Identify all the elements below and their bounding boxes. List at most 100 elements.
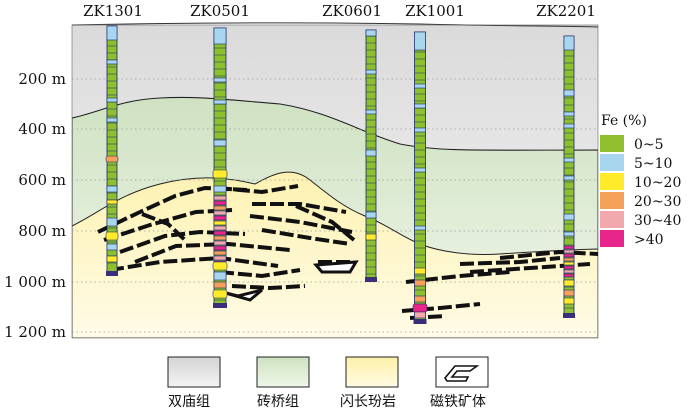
fe-legend-swatch bbox=[600, 135, 624, 152]
fe-legend-swatch bbox=[600, 211, 624, 228]
assay-interval bbox=[563, 249, 575, 254]
assay-interval bbox=[106, 217, 118, 227]
assay-interval bbox=[106, 255, 118, 263]
ore-body bbox=[231, 284, 306, 291]
assay-interval bbox=[213, 27, 227, 45]
fe-legend-title: Fe (%) bbox=[601, 113, 647, 129]
assay-interval bbox=[563, 279, 575, 287]
ore-body bbox=[249, 214, 353, 234]
assay-interval bbox=[414, 31, 426, 51]
assay-interval bbox=[563, 273, 575, 278]
legend-swatch-diorite bbox=[345, 356, 399, 388]
depth-label: 1 000 m bbox=[4, 273, 66, 291]
ore-body bbox=[221, 288, 263, 302]
assay-interval bbox=[105, 231, 119, 241]
borehole-logs bbox=[105, 25, 575, 324]
borehole-casing bbox=[414, 31, 426, 323]
fe-legend-label: >40 bbox=[634, 232, 664, 248]
assay-interval bbox=[563, 157, 575, 163]
assay-interval bbox=[213, 235, 227, 241]
assay-interval bbox=[213, 195, 227, 201]
assay-interval bbox=[414, 267, 426, 275]
fe-legend-swatch bbox=[600, 173, 624, 190]
fe-legend-label: 5~10 bbox=[634, 156, 672, 172]
borehole-labels: ZK1301 ZK0501 ZK0601 ZK1001 ZK2201 bbox=[83, 2, 596, 20]
assay-interval bbox=[212, 169, 228, 179]
assay-interval bbox=[563, 257, 575, 262]
assay-interval bbox=[365, 29, 377, 37]
assay-interval bbox=[563, 269, 575, 274]
fe-legend-swatch bbox=[600, 154, 624, 171]
assay-interval bbox=[213, 281, 227, 289]
fe-legend-label: 0~5 bbox=[634, 137, 664, 153]
assay-interval bbox=[105, 155, 119, 163]
ore-body bbox=[141, 212, 187, 242]
assay-interval bbox=[106, 25, 118, 41]
ore-body bbox=[312, 260, 359, 274]
assay-interval bbox=[213, 210, 227, 216]
assay-interval bbox=[365, 149, 377, 157]
assay-interval bbox=[106, 185, 118, 193]
assay-interval bbox=[213, 245, 227, 251]
borehole-log bbox=[212, 27, 228, 308]
fe-legend: Fe (%) 0~5 5~10 10~20 20~30 30~40 >40 bbox=[600, 113, 681, 248]
assay-interval bbox=[106, 97, 118, 103]
assay-interval bbox=[213, 255, 227, 261]
assay-interval bbox=[106, 199, 118, 205]
assay-interval bbox=[563, 111, 575, 117]
assay-interval bbox=[106, 59, 118, 65]
fe-legend-label: 10~20 bbox=[634, 175, 681, 191]
assay-interval bbox=[212, 261, 228, 271]
ore-body bbox=[219, 268, 301, 279]
diorite-porphyrite-area bbox=[72, 171, 598, 338]
fe-legend-label: 30~40 bbox=[634, 213, 681, 229]
ore-body-icon bbox=[444, 365, 480, 382]
borehole-label-zk1301: ZK1301 bbox=[83, 2, 143, 20]
legend-swatch-magnetite bbox=[435, 356, 489, 388]
hole-bottom-marker bbox=[106, 271, 118, 276]
assay-interval bbox=[563, 89, 575, 97]
assay-interval bbox=[212, 289, 228, 299]
assay-interval bbox=[563, 289, 575, 297]
depth-label: 400 m bbox=[18, 120, 66, 138]
depth-label: 1 200 m bbox=[4, 323, 66, 341]
depth-label: 800 m bbox=[18, 222, 66, 240]
assay-interval bbox=[563, 253, 575, 258]
assay-interval bbox=[563, 175, 575, 181]
assay-interval bbox=[213, 200, 227, 206]
assay-interval bbox=[365, 109, 377, 115]
fe-legend-label: 20~30 bbox=[634, 194, 681, 210]
hole-bottom-marker bbox=[365, 277, 377, 282]
hole-bottom-marker bbox=[413, 319, 427, 324]
ore-body bbox=[109, 255, 279, 272]
borehole-log bbox=[563, 35, 575, 318]
lithology-legend: 双庙组 砖桥组 闪长玢岩 磁铁矿体 bbox=[167, 356, 489, 410]
assay-interval bbox=[365, 211, 377, 219]
depth-axis: 200 m 400 m 600 m 800 m 1 000 m 1 200 m bbox=[4, 70, 66, 341]
legend-swatch-shuangmiao bbox=[167, 356, 221, 388]
assay-interval bbox=[563, 213, 575, 221]
ore-body bbox=[499, 249, 599, 260]
depth-label: 200 m bbox=[18, 70, 66, 88]
assay-interval bbox=[563, 261, 575, 266]
legend-label-shuangmiao: 双庙组 bbox=[168, 394, 210, 410]
legend-swatch-zhuanqiao bbox=[256, 356, 310, 388]
assay-interval bbox=[563, 265, 575, 270]
legend-label-diorite: 闪长玢岩 bbox=[340, 394, 396, 410]
assay-interval bbox=[106, 243, 118, 251]
assay-interval bbox=[213, 215, 227, 221]
borehole-label-zk0601: ZK0601 bbox=[322, 2, 382, 20]
ore-body bbox=[295, 204, 356, 242]
assay-interval bbox=[412, 303, 428, 313]
fe-legend-swatch bbox=[600, 192, 624, 209]
assay-interval bbox=[213, 77, 227, 83]
assay-interval bbox=[213, 225, 227, 231]
borehole-log bbox=[365, 29, 377, 282]
assay-interval bbox=[563, 245, 575, 250]
ore-body bbox=[119, 229, 246, 254]
assay-interval bbox=[213, 250, 227, 256]
assay-interval bbox=[414, 103, 426, 109]
assay-interval bbox=[213, 185, 227, 193]
ore-body bbox=[217, 184, 299, 195]
